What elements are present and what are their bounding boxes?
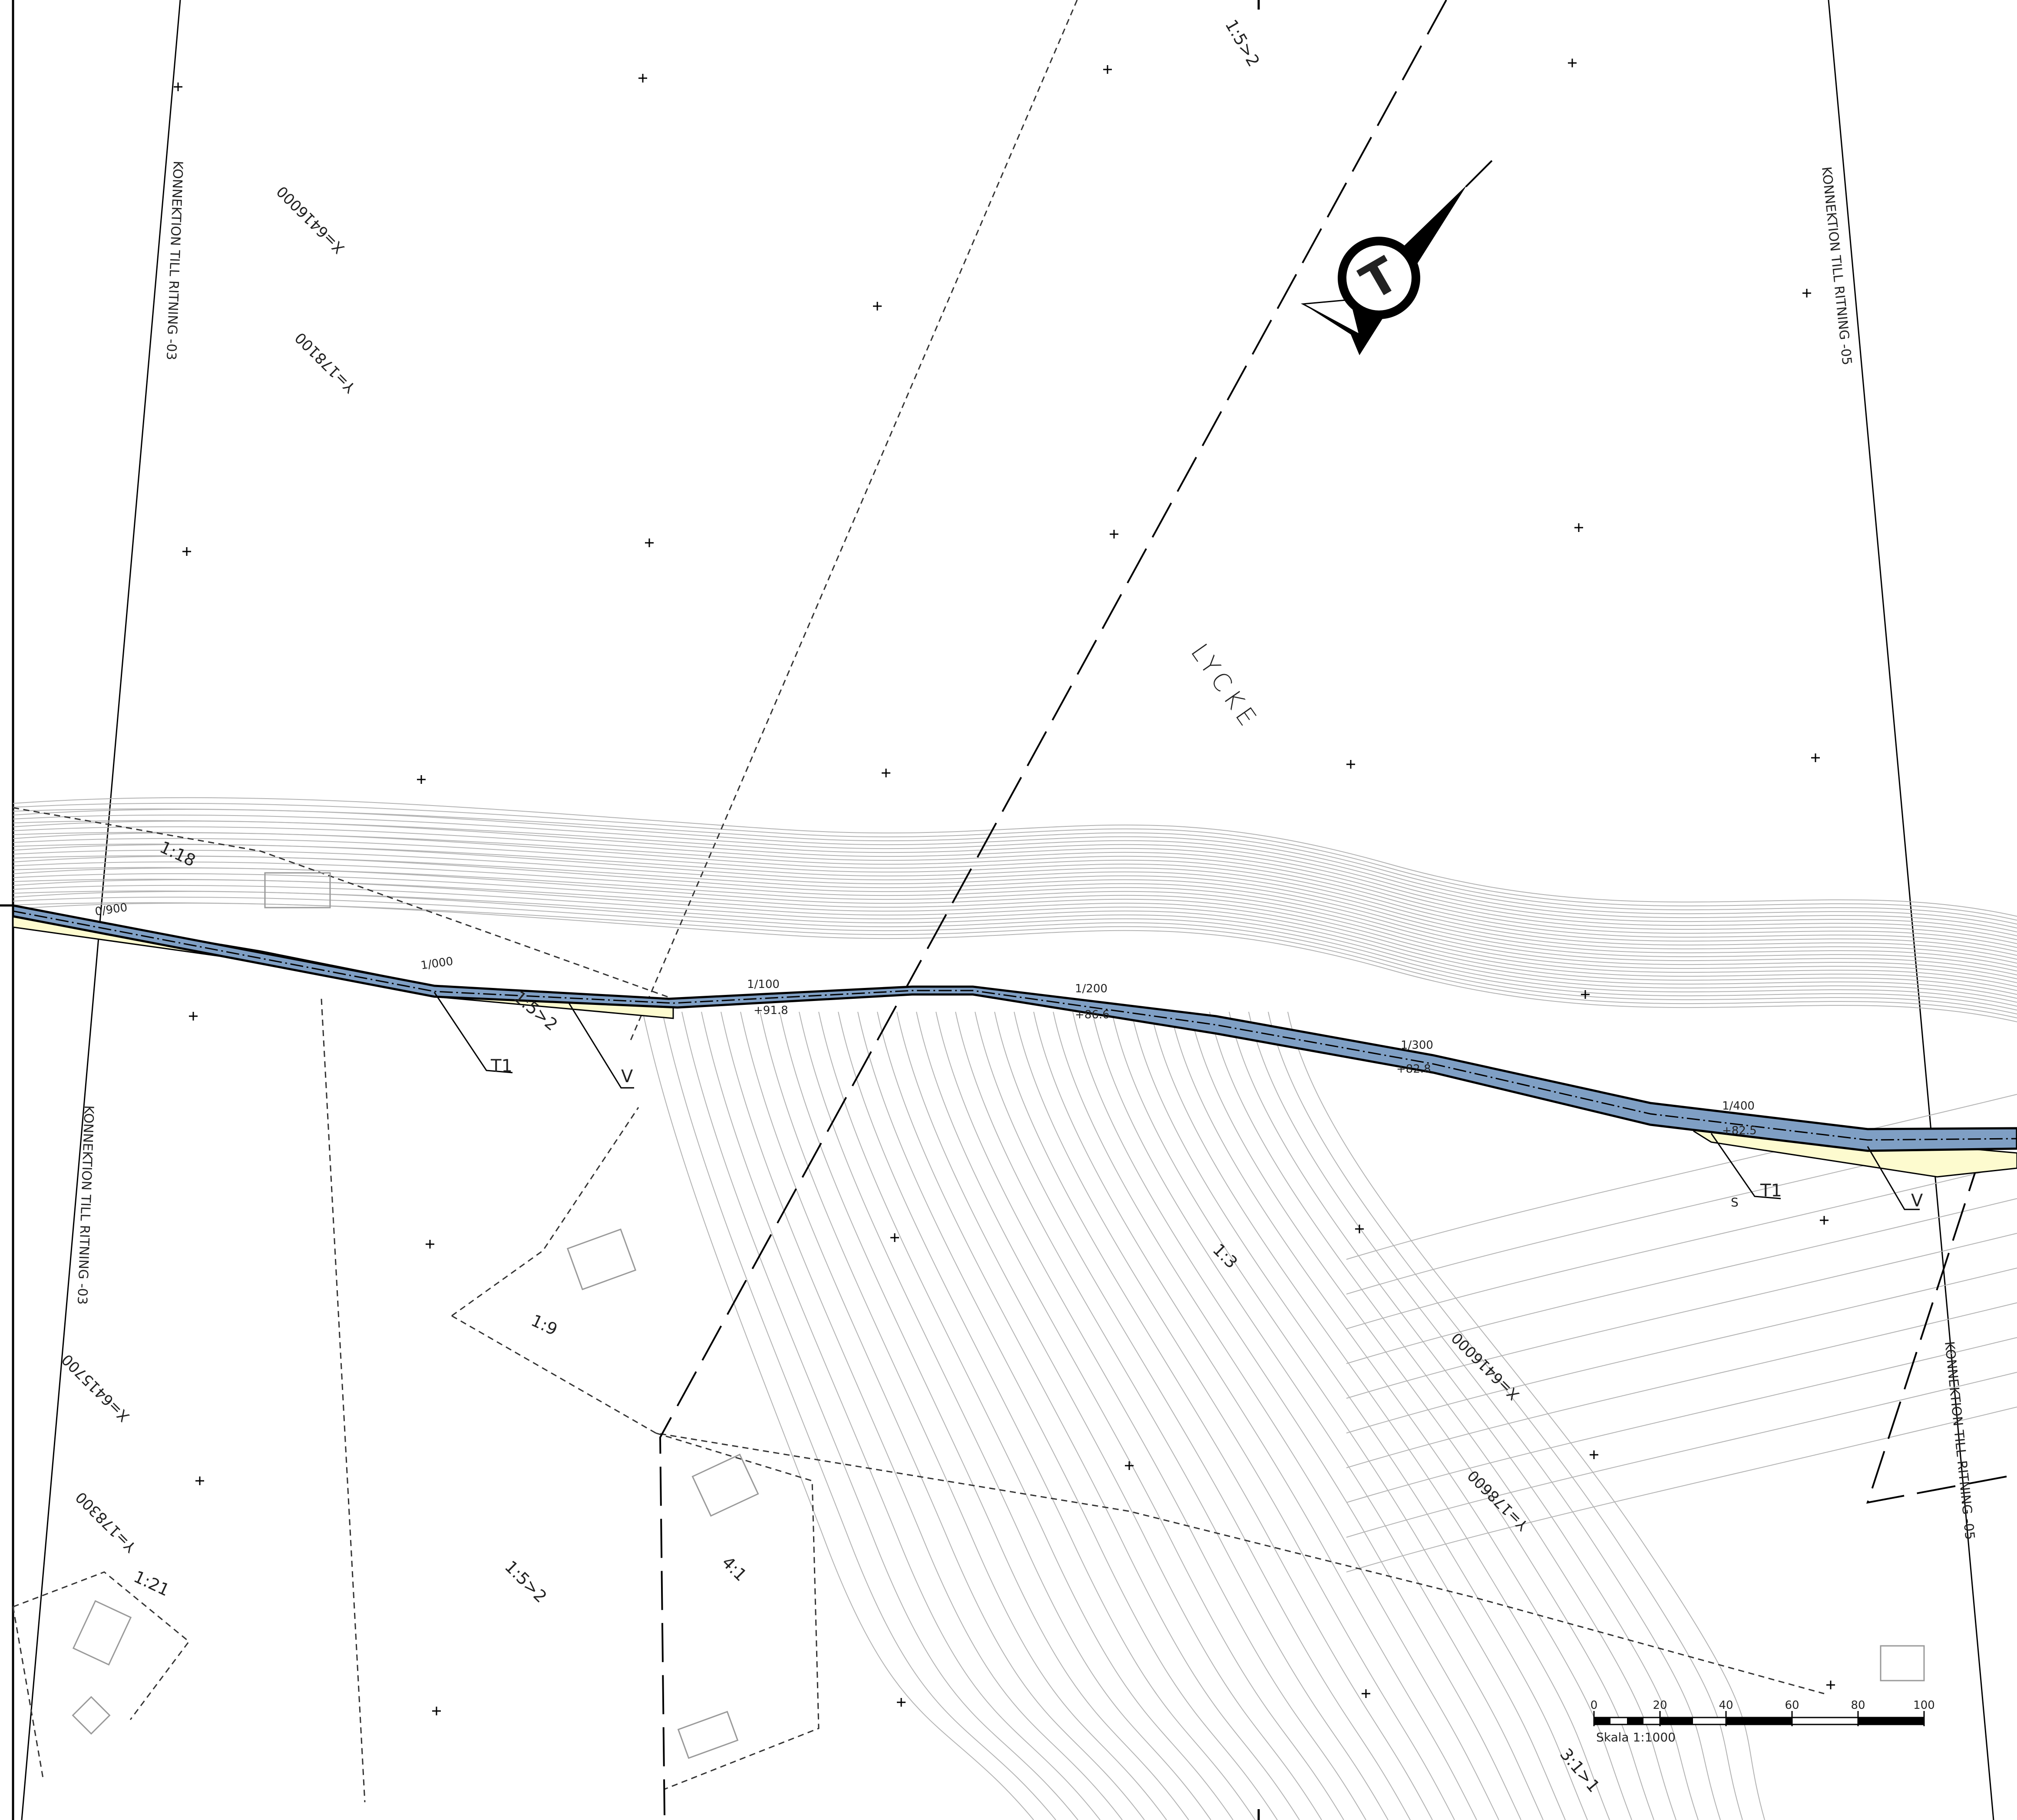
chainage-1400: 1/400 [1722, 1100, 1755, 1113]
scale-tick-0: 0 [1590, 1699, 1598, 1712]
chainage-1300: 1/300 [1401, 1039, 1433, 1052]
scale-tick-20: 20 [1653, 1699, 1667, 1712]
chainage-1200: 1/200 [1075, 982, 1108, 995]
section-marker-t1-right: T1 [1760, 1181, 1782, 1201]
planned-alignment-line [659, 0, 1447, 1816]
scale-caption: Skala 1:1000 [1596, 1730, 1676, 1744]
trafikverket-logo-icon: T [1338, 237, 1420, 319]
scale-tick-80: 80 [1851, 1699, 1865, 1712]
match-line-left [21, 0, 181, 1820]
existing-buildings [72, 872, 1925, 1759]
scale-bar: 0 20 40 60 80 100 Skala 1:1000 [1590, 1699, 1935, 1744]
section-marker-s-right: S [1731, 1195, 1739, 1209]
scale-tick-40: 40 [1719, 1699, 1733, 1712]
section-marker-v-right: V [1911, 1191, 1923, 1211]
terrain-contours [13, 797, 2017, 1820]
section-marker-t1-left: T1 [490, 1056, 513, 1076]
level-1300: +82.8 [1396, 1063, 1431, 1076]
chainage-1100: 1/100 [747, 978, 780, 991]
level-1400: +82.5 [1722, 1124, 1757, 1137]
level-1200: +86.6 [1075, 1008, 1110, 1021]
section-leaders [433, 992, 1920, 1210]
road-carriageway [12, 904, 2017, 1152]
scale-tick-100: 100 [1913, 1699, 1935, 1712]
road-centerline [13, 910, 2017, 1141]
coordinate-grid-crosses [174, 59, 1835, 1715]
property-boundaries [12, 0, 1825, 1803]
scale-tick-60: 60 [1785, 1699, 1799, 1712]
level-1100: +91.8 [754, 1004, 788, 1017]
section-marker-v-left: V [621, 1067, 633, 1087]
